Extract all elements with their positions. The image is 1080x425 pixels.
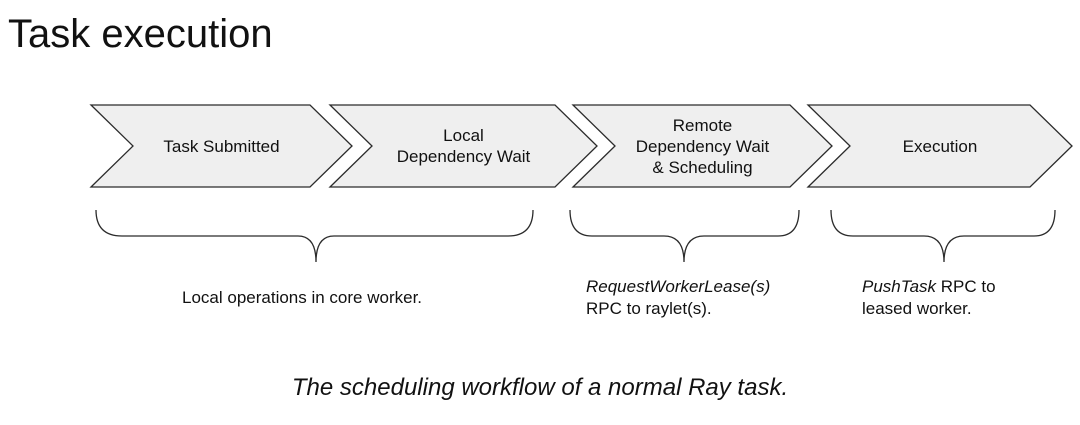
stage-label: Execution xyxy=(902,136,978,156)
stage-label: Task Submitted xyxy=(163,136,280,156)
note-exec-rpc-suffix: RPC to xyxy=(936,277,996,296)
stage-label-line: Local xyxy=(443,126,484,145)
chevron-label-execution: Execution xyxy=(850,105,1030,187)
note-exec-rpc-name: PushTask xyxy=(862,277,937,296)
chevron-remote-dependency-wait xyxy=(571,104,833,188)
brace-remote-scheduling xyxy=(569,209,800,263)
note-remote-rpc-name: RequestWorkerLease(s) xyxy=(586,277,771,296)
note-remote-scheduling: RequestWorkerLease(s) RPC to raylet(s). xyxy=(586,276,770,320)
stage-label-line: Dependency Wait xyxy=(396,147,531,166)
chevron-label-local-dependency-wait: Local Dependency Wait xyxy=(372,105,555,187)
stage-label-line: Remote xyxy=(672,115,733,135)
page-title: Task execution xyxy=(8,12,273,56)
figure-caption: The scheduling workflow of a normal Ray … xyxy=(291,374,789,401)
stage-label-line: Dependency Wait xyxy=(635,136,770,156)
note-execution: PushTask RPC to leased worker. xyxy=(862,276,996,320)
brace-local-operations xyxy=(95,209,534,263)
note-exec-rpc-target: leased worker. xyxy=(862,299,972,318)
note-remote-rpc-target: RPC to raylet(s). xyxy=(586,299,712,318)
chevron-label-task-submitted: Task Submitted xyxy=(133,105,310,187)
chevron-local-dependency-wait xyxy=(328,104,598,188)
chevron-task-submitted xyxy=(89,104,353,188)
chevron-execution xyxy=(806,104,1073,188)
brace-execution xyxy=(830,209,1056,263)
note-local-operations: Local operations in core worker. xyxy=(182,288,423,307)
chevron-label-remote-dependency-wait: Remote Dependency Wait & Scheduling xyxy=(615,105,790,187)
stage-label-line: & Scheduling xyxy=(652,157,753,177)
